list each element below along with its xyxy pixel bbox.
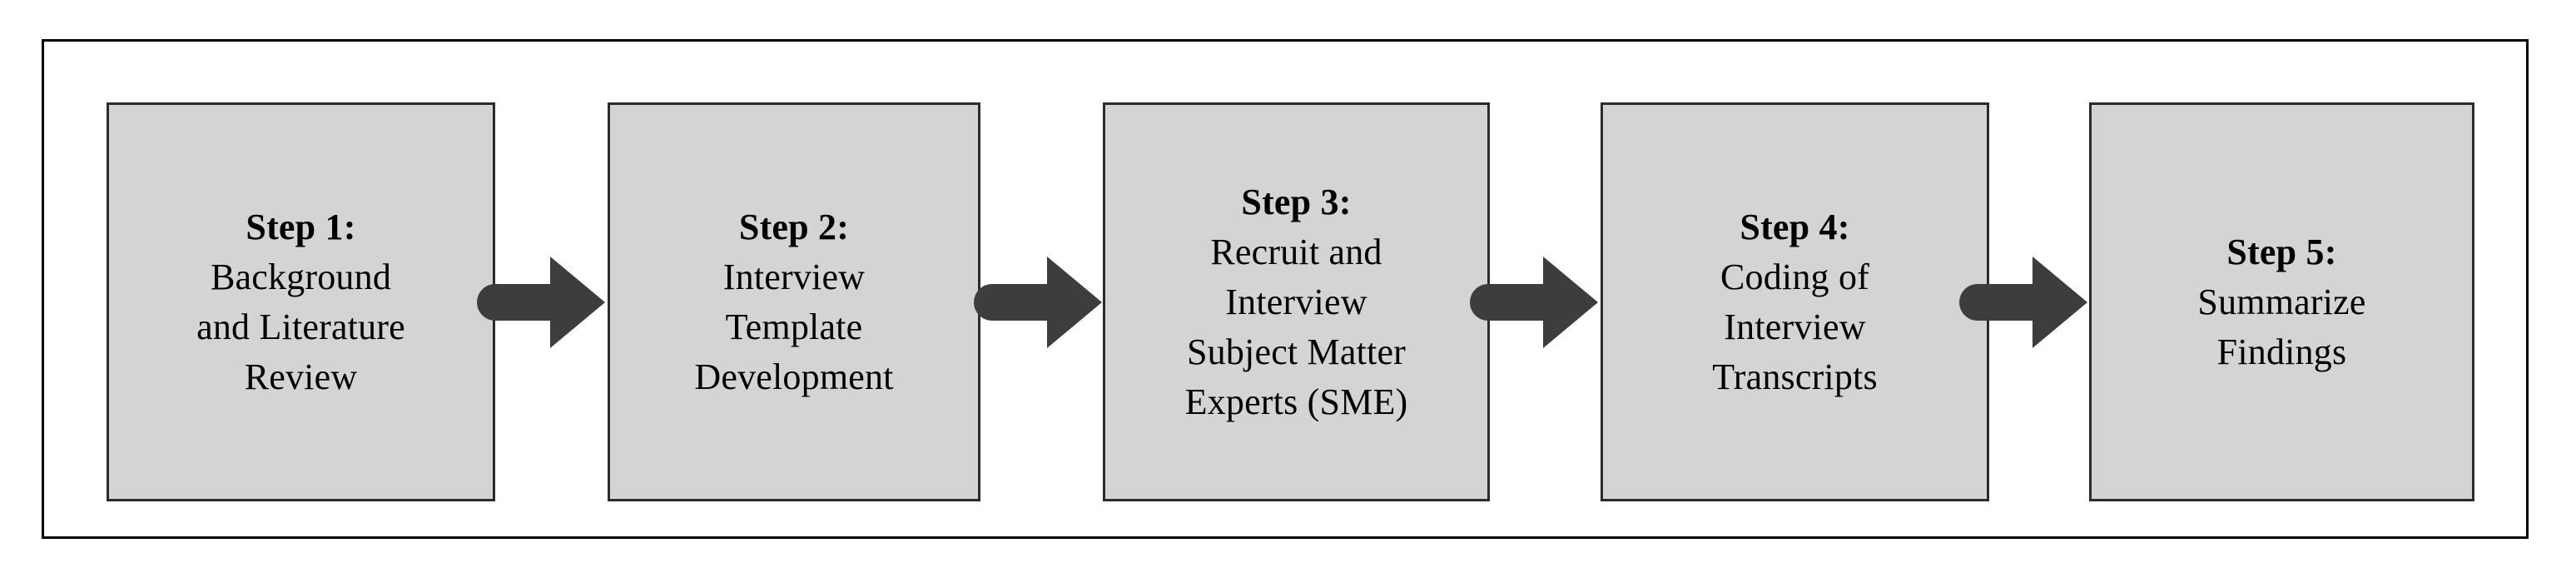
step-1-line-1: Background: [210, 256, 392, 297]
step-2-line-1: Interview: [722, 256, 866, 297]
step-1-line-3: Review: [244, 356, 358, 397]
arrow-right-icon-connector-4: [1952, 250, 2090, 355]
arrow-right-icon-connector-2: [966, 250, 1104, 355]
step-5-line-1: Summarize: [2197, 281, 2366, 322]
step-5-title: Step 5:: [2226, 231, 2337, 272]
process-step-box-2[interactable]: Step 2: Interview Template Development: [608, 102, 980, 501]
step-1-line-2: and Literature: [196, 306, 405, 347]
step-2-line-3: Development: [694, 356, 894, 397]
step-4-line-2: Interview: [1724, 306, 1866, 347]
step-3-line-4: Experts (SME): [1184, 381, 1408, 422]
process-step-box-3[interactable]: Step 3: Recruit and Interview Subject Ma…: [1103, 102, 1490, 501]
step-4-title: Step 4:: [1740, 206, 1850, 247]
step-3-line-2: Interview: [1225, 281, 1367, 322]
step-3-line-1: Recruit and: [1210, 231, 1382, 272]
process-step-box-4[interactable]: Step 4: Coding of Interview Transcripts: [1601, 102, 1989, 501]
step-4-line-3: Transcripts: [1712, 356, 1878, 397]
process-step-box-5[interactable]: Step 5: Summarize Findings: [2089, 102, 2474, 501]
step-5-line-2: Findings: [2216, 331, 2347, 372]
step-2-line-2: Template: [725, 306, 863, 347]
step-4-line-1: Coding of: [1720, 256, 1870, 297]
arrow-right-icon-connector-3: [1462, 250, 1601, 355]
step-2-title: Step 2:: [738, 206, 850, 247]
step-1-title: Step 1:: [246, 206, 356, 247]
arrow-right-icon-connector-1: [469, 250, 608, 355]
step-3-title: Step 3:: [1241, 181, 1352, 222]
process-step-box-1[interactable]: Step 1: Background and Literature Review: [107, 102, 495, 501]
step-3-line-3: Subject Matter: [1186, 331, 1407, 372]
